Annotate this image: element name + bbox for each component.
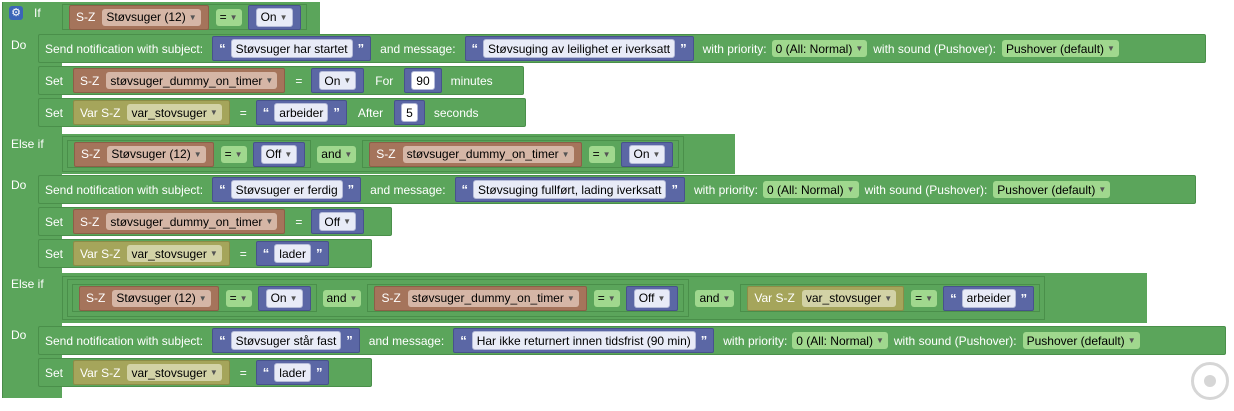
number-block[interactable]: 90 — [404, 68, 442, 93]
string-block[interactable]: “arbeider” — [255, 100, 347, 125]
and-group[interactable]: S-Z Støvsuger (12)▼ =▼ On▼ and▼ S-Z støv… — [67, 279, 690, 317]
subject-string[interactable]: “Støvsuger har startet” — [212, 36, 372, 61]
variable-dropdown[interactable]: var_stovsuger▼ — [127, 104, 222, 121]
notification-row[interactable]: Send notification with subject: “Støvsug… — [38, 34, 1206, 63]
variable-block[interactable]: Var S-Z var_stovsuger▼ — [73, 241, 230, 266]
if-label: If — [34, 6, 41, 20]
do-label-1: Do — [11, 38, 27, 52]
device-block[interactable]: S-Z Støvsuger (12)▼ — [69, 4, 209, 30]
else-if-condition-1[interactable]: S-Z Støvsuger (12)▼ =▼ Off▼ and▼ S-Z stø… — [62, 136, 685, 172]
do-label-3: Do — [11, 328, 27, 342]
value-dropdown[interactable]: On▼ — [255, 7, 293, 27]
and-dropdown[interactable]: and▼ — [317, 145, 357, 163]
message-string[interactable]: “Har ikke returnert innen tidsfrist (90 … — [453, 328, 715, 353]
value-block[interactable]: On▼ — [311, 68, 365, 93]
set-row[interactable]: Set S-Z støvsuger_dummy_on_timer▼ = On▼ … — [38, 66, 524, 95]
compare-block[interactable]: S-Z støvsuger_dummy_on_timer▼ =▼ Off▼ — [367, 284, 685, 312]
device-block[interactable]: S-Z støvsuger_dummy_on_timer▼ — [73, 209, 286, 234]
value-block[interactable]: On▼ — [247, 4, 301, 30]
notification-row[interactable]: Send notification with subject: “Støvsug… — [38, 175, 1196, 204]
device-block[interactable]: S-Z Støvsuger (12)▼ — [74, 141, 214, 167]
set-row[interactable]: Set Var S-Z var_stovsuger▼ = “arbeider” … — [38, 98, 526, 127]
set-row[interactable]: Set Var S-Z var_stovsuger▼ = “lader” — [38, 239, 372, 268]
else-if-label-1: Else if — [11, 137, 44, 151]
if-condition[interactable]: S-Z Støvsuger (12)▼ =▼ On▼ — [62, 4, 307, 30]
variable-block[interactable]: Var S-Z var_stovsuger▼ — [73, 360, 230, 385]
notification-row[interactable]: Send notification with subject: “Støvsug… — [38, 326, 1226, 355]
message-string[interactable]: “Støvsuging av leilighet er iverksatt” — [464, 36, 694, 61]
else-if-condition-2[interactable]: S-Z Støvsuger (12)▼ =▼ On▼ and▼ S-Z støv… — [62, 276, 1046, 320]
set-row[interactable]: Set S-Z støvsuger_dummy_on_timer▼ = Off▼ — [38, 207, 392, 236]
sound-dropdown[interactable]: Pushover (default)▼ — [1001, 40, 1119, 57]
center-target-icon[interactable] — [1191, 362, 1229, 400]
set-row[interactable]: Set Var S-Z var_stovsuger▼ = “lader” — [38, 358, 372, 387]
do-label-2: Do — [11, 178, 27, 192]
device-block[interactable]: S-Z støvsuger_dummy_on_timer▼ — [369, 141, 582, 167]
else-if-label-2: Else if — [11, 277, 44, 291]
device-dropdown[interactable]: støvsuger_dummy_on_timer▼ — [106, 72, 278, 89]
compare-block[interactable]: S-Z støvsuger_dummy_on_timer▼ =▼ On▼ — [362, 140, 680, 168]
device-dropdown[interactable]: Støvsuger (12)▼ — [102, 8, 201, 26]
subject-string[interactable]: “Støvsuger står fast” — [212, 328, 360, 353]
operator-dropdown[interactable]: =▼ — [215, 8, 242, 26]
message-string[interactable]: “Støvsuging fullført, lading iverksatt” — [454, 177, 685, 202]
number-block[interactable]: 5 — [394, 100, 425, 125]
variable-block[interactable]: Var S-Z var_stovsuger▼ — [73, 100, 230, 125]
compare-block[interactable]: Var S-Z var_stovsuger▼ =▼ “arbeider” — [740, 284, 1041, 312]
priority-dropdown[interactable]: 0 (All: Normal)▼ — [771, 40, 868, 57]
gear-icon[interactable]: ⚙ — [9, 6, 23, 20]
and-dropdown[interactable]: and▼ — [322, 289, 362, 307]
subject-string[interactable]: “Støvsuger er ferdig” — [212, 177, 362, 202]
compare-block[interactable]: S-Z Støvsuger (12)▼ =▼ Off▼ — [67, 140, 312, 168]
compare-block[interactable]: S-Z Støvsuger (12)▼ =▼ On▼ — [72, 284, 317, 312]
device-block[interactable]: S-Z støvsuger_dummy_on_timer▼ — [73, 68, 286, 93]
and-dropdown[interactable]: and▼ — [695, 289, 735, 307]
